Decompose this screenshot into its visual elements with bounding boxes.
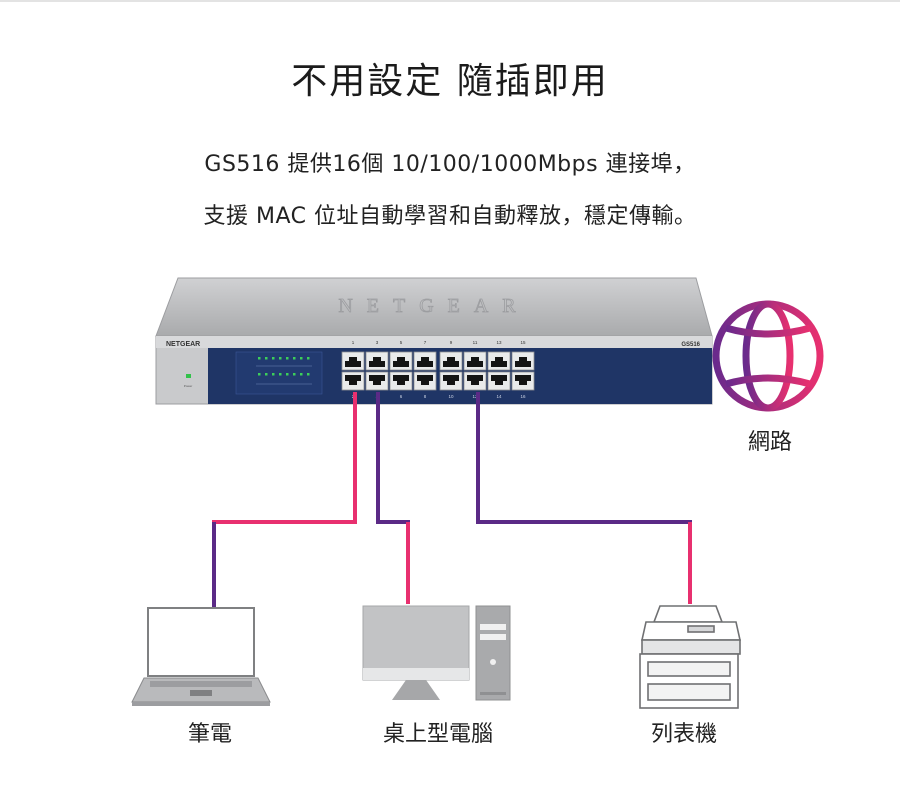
port-jack xyxy=(417,375,433,385)
port-jack xyxy=(393,357,409,367)
embossed-brand: NETGEAR xyxy=(338,295,529,317)
port-number-label: 13 xyxy=(496,340,502,345)
port-number-label: 10 xyxy=(448,394,454,399)
printer-icon xyxy=(639,605,741,709)
port-jack xyxy=(393,375,409,385)
port-jack xyxy=(515,375,531,385)
cable-laptop xyxy=(212,392,357,608)
laptop-label: 筆電 xyxy=(187,722,232,747)
page-title: 不用設定 隨插即用 xyxy=(291,61,609,102)
desktop-label: 桌上型電腦 xyxy=(382,722,493,747)
port-number-label: 5 xyxy=(400,340,403,345)
cable-desktop xyxy=(376,392,410,604)
port-number-label: 1 xyxy=(352,340,355,345)
port-number-label: 6 xyxy=(400,394,403,399)
top-divider xyxy=(0,0,900,2)
cables xyxy=(212,358,720,608)
brand-label: NETGEAR xyxy=(166,341,200,348)
cable-printer xyxy=(476,392,692,604)
power-led xyxy=(186,374,191,378)
port-jack xyxy=(467,375,483,385)
network-label: 網路 xyxy=(747,430,792,455)
printer-label: 列表機 xyxy=(650,722,717,747)
port-jack xyxy=(467,357,483,367)
port-number-label: 7 xyxy=(424,340,427,345)
port-number-label: 15 xyxy=(520,340,526,345)
port-jack xyxy=(417,357,433,367)
port-number-label: 12 xyxy=(472,394,478,399)
port-jack xyxy=(443,375,459,385)
port-jack xyxy=(515,357,531,367)
port-jack xyxy=(369,357,385,367)
port-jack xyxy=(443,357,459,367)
desktop-computer-icon xyxy=(362,605,511,701)
model-label: GS516 xyxy=(681,342,700,348)
led-panel xyxy=(235,351,323,395)
port-number-label: 3 xyxy=(376,340,379,345)
description-line-2: 支援 MAC 位址自動學習和自動釋放，穩定傳輸。 xyxy=(203,204,697,229)
port-number-label: 11 xyxy=(473,340,478,345)
description-line-1: GS516 提供16個 10/100/1000Mbps 連接埠， xyxy=(204,152,696,177)
port-jack xyxy=(345,357,361,367)
port-jack xyxy=(345,375,361,385)
port-number-label: 8 xyxy=(424,394,427,399)
port-number-label: 16 xyxy=(520,394,526,399)
port-jack xyxy=(491,375,507,385)
port-jack xyxy=(369,375,385,385)
power-label: Power xyxy=(184,384,193,388)
laptop-icon xyxy=(131,607,271,706)
globe-icon xyxy=(712,300,824,412)
port-number-label: 9 xyxy=(450,340,453,345)
port-number-label: 14 xyxy=(496,394,502,399)
port-jack xyxy=(491,357,507,367)
ethernet-ports xyxy=(341,351,535,391)
